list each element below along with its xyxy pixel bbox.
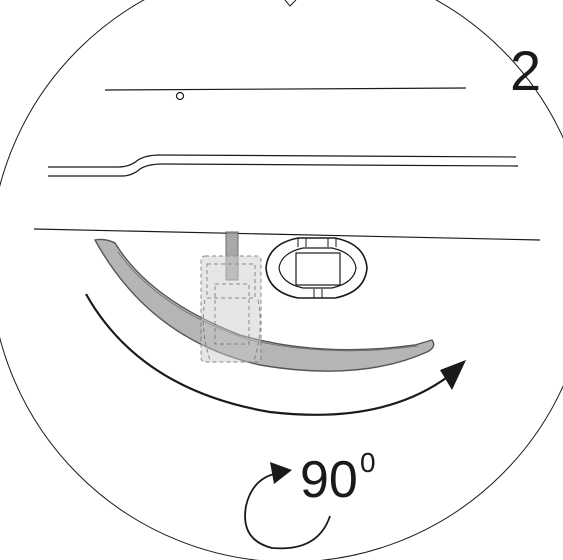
rotation-angle-value: 90 [300,451,358,509]
roof-top-line [104,87,467,91]
roof-profile-upper [48,154,517,168]
hole-marker [175,91,185,101]
curved-blade [93,238,435,372]
top-tick [284,0,297,7]
rotate-ccw-arrow-icon [244,462,331,550]
curved-arrow-icon [85,293,466,416]
roof-edge-line [33,228,541,241]
roof-profile-lower [48,163,519,177]
rotation-angle-degree: 0 [360,447,376,478]
step-number: 2 [510,39,541,102]
mounting-clamp-ghost [200,231,262,363]
crossbar-profile [265,237,368,299]
